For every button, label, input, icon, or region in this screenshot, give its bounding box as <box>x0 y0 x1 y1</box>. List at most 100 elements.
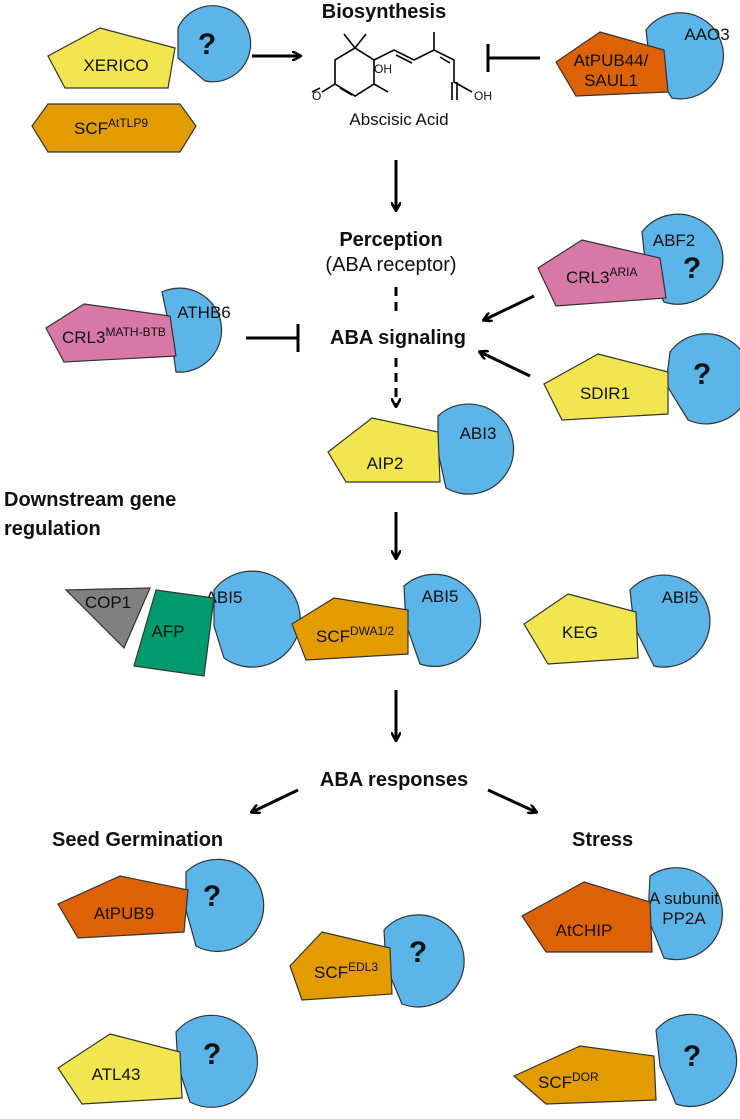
crl3-mathbtb-label: CRL3MATH-BTB <box>62 325 166 347</box>
atpub44-inhibition <box>486 44 540 72</box>
aba-receptor-label: (ABA receptor) <box>325 254 456 276</box>
scf-edl3-substrate-shape <box>383 914 465 1008</box>
responses-to-seed-arrow <box>252 788 299 812</box>
keg-abi5-label: ABI5 <box>662 588 699 607</box>
stress-heading: Stress <box>572 829 633 851</box>
scf-attlp9-e3-shape <box>31 103 197 153</box>
cop1-afp-complex: ABI5 COP1 AFP <box>64 570 301 677</box>
chem-o-label: O <box>312 89 321 103</box>
scf-attlp9-base: SCF <box>74 119 108 138</box>
xerico-complex: ? XERICO <box>47 5 252 89</box>
scf-edl3-complex: ? SCFEDL3 <box>289 914 465 1008</box>
scf-attlp9-label: SCFAtTLP9 <box>74 116 148 138</box>
xerico-e3-shape <box>47 27 176 89</box>
atpub44-label-line2: SAUL1 <box>584 71 638 90</box>
keg-abi5-shape <box>629 574 711 668</box>
sdir1-substrate-shape <box>665 333 740 425</box>
seed-germination-heading: Seed Germination <box>52 829 223 851</box>
cop1-label: COP1 <box>85 593 131 612</box>
atl43-complex: ? ATL43 <box>57 1014 259 1108</box>
crl3-aria-base: CRL3 <box>566 268 609 287</box>
sdir1-complex: ? SDIR1 <box>543 333 740 425</box>
aba-responses-heading: ABA responses <box>320 769 468 791</box>
xerico-substrate-label: ? <box>198 28 216 61</box>
sdir1-e3-shape <box>543 353 669 421</box>
atchip-complex: A subunit PP2A AtCHIP <box>521 867 723 961</box>
atl43-substrate-shape <box>175 1014 259 1108</box>
atpub44-e3-shape <box>555 31 669 97</box>
scf-dor-base: SCF <box>538 1073 572 1092</box>
cop1-afp-abi5-label: ABI5 <box>206 588 243 607</box>
atpub9-e3-shape <box>57 875 189 939</box>
cop1-afp-abi5-shape <box>213 570 301 668</box>
crl3-aria-to-signaling-arrow <box>484 294 535 320</box>
crl3-aria-label: CRL3ARIA <box>566 265 637 287</box>
scf-attlp9-sup: AtTLP9 <box>108 116 148 130</box>
scf-edl3-sup: EDL3 <box>348 960 378 974</box>
scf-dwa-abi5-label: ABI5 <box>422 587 459 606</box>
scf-dor-e3-shape <box>512 1045 657 1105</box>
downstream-heading-line1: Downstream gene <box>4 489 176 511</box>
sdir1-substrate-label: ? <box>693 358 711 391</box>
xerico-substrate-shape <box>177 5 252 83</box>
pp2a-label-line1: A subunit <box>649 889 719 908</box>
scf-dor-substrate-shape <box>655 1013 738 1107</box>
keg-label: KEG <box>562 623 598 642</box>
abscisic-acid-structure: OH O OH <box>311 32 492 103</box>
scf-edl3-base: SCF <box>314 963 348 982</box>
responses-to-stress-arrow <box>487 788 536 812</box>
atl43-e3-shape <box>57 1033 183 1105</box>
scf-dor-substrate-label: ? <box>683 1040 701 1073</box>
sdir1-label: SDIR1 <box>580 384 630 403</box>
scf-edl3-label: SCFEDL3 <box>314 960 378 982</box>
biosynthesis-heading: Biosynthesis <box>322 1 446 23</box>
keg-complex: ABI5 KEG <box>523 574 711 668</box>
scf-dor-complex: ? SCFDOR <box>512 1013 738 1107</box>
pp2a-substrate-shape <box>647 867 723 961</box>
crl3-aria-e3-shape <box>537 239 667 307</box>
keg-e3-shape <box>523 593 639 665</box>
scf-dor-label: SCFDOR <box>538 1070 599 1092</box>
chem-oh2-label: OH <box>474 89 492 103</box>
atpub9-label: AtPUB9 <box>94 904 154 923</box>
crl3-mathbtb-e3-shape <box>45 303 177 363</box>
scf-dwa-abi5-shape <box>403 573 482 667</box>
pp2a-label-line2: PP2A <box>662 909 706 928</box>
scf-dor-sup: DOR <box>572 1070 599 1084</box>
perception-heading: Perception <box>339 229 442 251</box>
athb6-substrate-shape <box>161 287 223 373</box>
downstream-heading-line2: regulation <box>4 518 101 540</box>
aba-signaling-heading: ABA signaling <box>330 327 466 349</box>
athb6-label: ATHB6 <box>177 303 231 322</box>
aip2-label: AIP2 <box>367 454 404 473</box>
aao3-label: AAO3 <box>684 25 729 44</box>
atpub9-complex: ? AtPUB9 <box>57 858 265 953</box>
atpub9-substrate-shape <box>185 858 265 953</box>
sdir1-to-signaling-arrow <box>480 352 531 378</box>
abscisic-acid-label: Abscisic Acid <box>349 110 448 129</box>
crl3-mathbtb-inhibition <box>246 324 300 352</box>
crl3-mathbtb-complex: ATHB6 CRL3MATH-BTB <box>45 287 231 373</box>
chem-oh-label: OH <box>374 62 392 76</box>
aip2-complex: ABI3 AIP2 <box>327 403 515 495</box>
scf-attlp9-complex: SCFAtTLP9 <box>31 103 197 153</box>
atl43-label: ATL43 <box>92 1065 141 1084</box>
atl43-substrate-label: ? <box>203 1038 221 1071</box>
atpub44-label-line1: AtPUB44/ <box>574 51 649 70</box>
abf2-label: ABF2 <box>653 231 696 250</box>
scf-dwa-complex: ABI5 SCFDWA1/2 <box>291 573 482 667</box>
scf-dwa-base: SCF <box>316 627 350 646</box>
crl3-aria-complex: ABF2 ? CRL3ARIA <box>537 213 724 307</box>
scf-dwa-e3-shape <box>291 597 409 661</box>
afp-shape <box>133 589 215 677</box>
abf2-question: ? <box>683 252 701 285</box>
scf-dwa-label: SCFDWA1/2 <box>316 624 395 646</box>
scf-dwa-sup: DWA1/2 <box>350 624 395 638</box>
scf-edl3-substrate-label: ? <box>409 936 427 969</box>
crl3-mathbtb-sup: MATH-BTB <box>105 325 165 339</box>
aip2-e3-shape <box>327 417 441 483</box>
afp-label: AFP <box>151 622 184 641</box>
abi3-label: ABI3 <box>460 424 497 443</box>
atchip-label: AtCHIP <box>556 921 613 940</box>
